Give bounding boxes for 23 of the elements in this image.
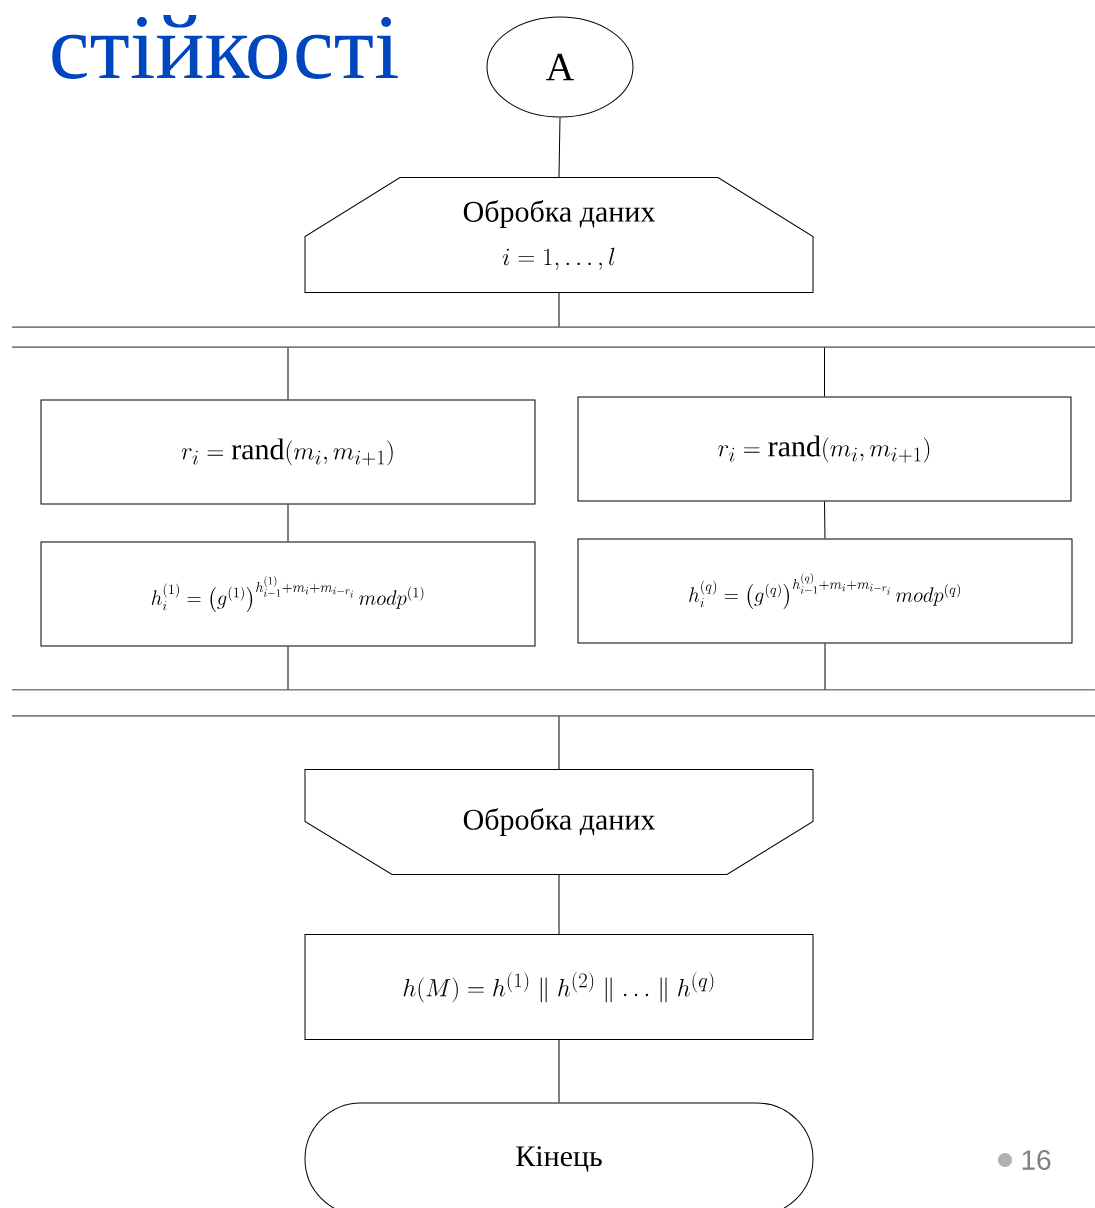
connector-line [287, 347, 289, 400]
terminal-box: Кінець [304, 1102, 814, 1208]
parallel-bar [11, 689, 1095, 717]
connector-line [558, 1039, 560, 1103]
connector-line [824, 501, 826, 539]
process-box: $h(M) = h^{(1)} \parallel h^{(2)} \parallel\ldots \parallel h^{(q)}$ [304, 934, 814, 1040]
connector-line [824, 643, 826, 690]
loop-end-box: Обробка даних [304, 769, 814, 875]
connector-line [824, 347, 825, 397]
title: стійкості [52, 15, 398, 79]
process-box: $h_i^{(q)} = \left(g^{(q)}\right)^{h_{i-1}^{(q)}+m_i+m_{i-r_i}} modp^{(q)}$ [577, 538, 1073, 644]
connector-line [558, 117, 561, 178]
connector-line [287, 646, 289, 690]
parallel-bar [11, 326, 1095, 348]
process-box: $r_i = \mathrm{rand}(m_i, m_{i+1})$ [40, 399, 536, 505]
process-box: $h_i^{(1)} = \left(g^{(1)}\right)^{h_{i-1}^{(1)}+m_i+m_{i-r_i}} modp^{(1)}$ [40, 541, 536, 647]
connector-line [287, 504, 289, 542]
connector-line [558, 716, 560, 770]
connector-line [558, 874, 560, 935]
page-number: 16 [1022, 1150, 1051, 1170]
process-box: $r_i = \mathrm{rand}(m_i, m_{i+1})$ [577, 396, 1072, 502]
connector-line [558, 292, 560, 327]
loop-start-box: Обробка даних $i = 1, \ldots, l$ [304, 177, 814, 293]
